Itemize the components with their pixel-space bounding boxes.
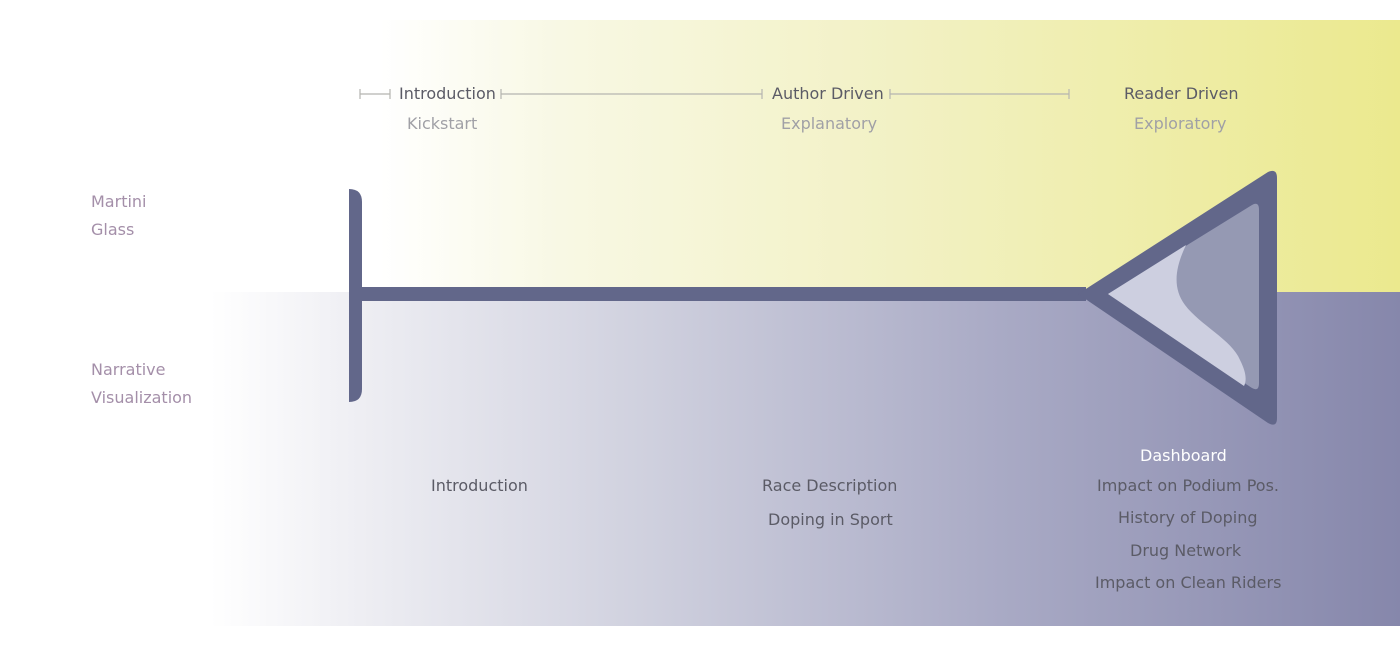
stage-subtitle-kickstart: Kickstart [407, 114, 478, 133]
glass-base [349, 189, 362, 402]
section-doping-in-sport: Doping in Sport [768, 510, 893, 529]
stage-title-reader-driven: Reader Driven [1124, 84, 1239, 103]
stage-subtitle-explanatory: Explanatory [781, 114, 878, 133]
martini-label-line1: Martini [91, 192, 147, 211]
section-introduction: Introduction [431, 476, 528, 495]
section-dashboard-heading: Dashboard [1140, 446, 1227, 465]
section-impact-on-podium: Impact on Podium Pos. [1097, 476, 1280, 495]
stage-subtitle-exploratory: Exploratory [1134, 114, 1227, 133]
section-race-description: Race Description [762, 476, 898, 495]
timeline-ruler [359, 89, 1070, 99]
martini-label-line2: Glass [91, 220, 135, 239]
glass-stem [356, 287, 1086, 301]
stage-title-author-driven: Author Driven [772, 84, 884, 103]
narrative-label-line2: Visualization [91, 388, 193, 407]
stage-title-introduction: Introduction [399, 84, 496, 103]
section-history-of-doping: History of Doping [1118, 508, 1258, 527]
section-drug-network: Drug Network [1130, 541, 1242, 560]
narrative-label-line1: Narrative [91, 360, 166, 379]
glass-liquid [1108, 245, 1246, 386]
section-impact-on-clean-riders: Impact on Clean Riders [1095, 573, 1282, 592]
